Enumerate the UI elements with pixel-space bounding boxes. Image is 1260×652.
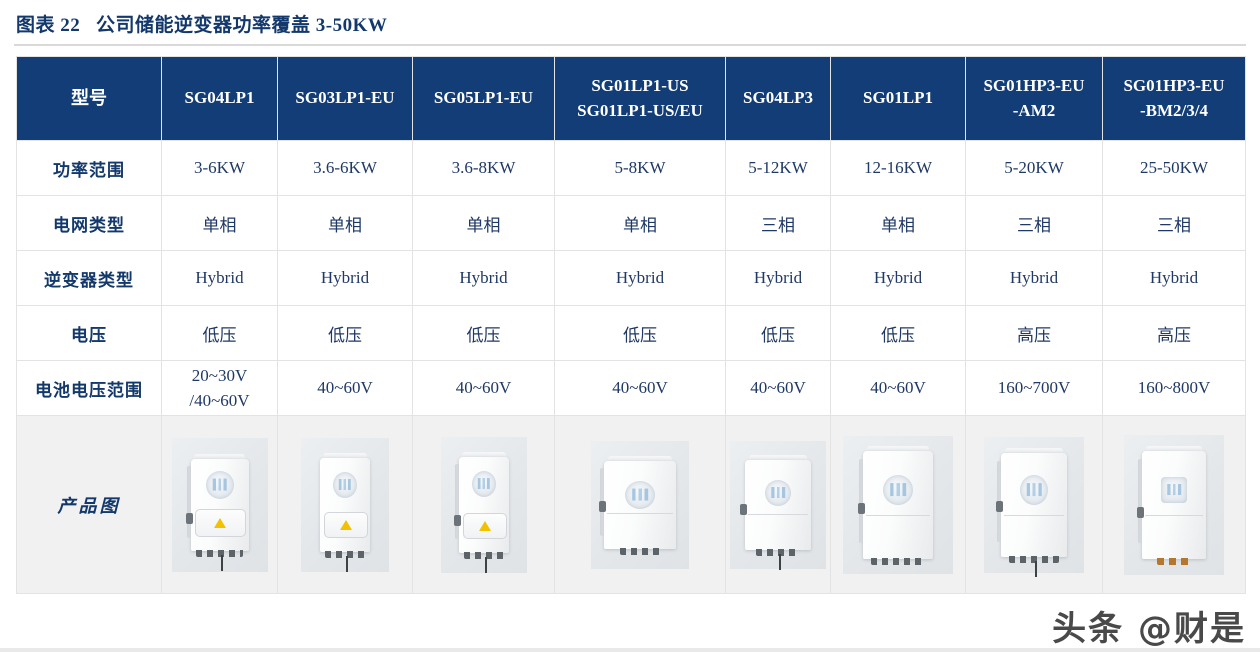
table-cell: 40~60V [412,360,555,416]
header-cell-sg01hp3-eu-bm2: SG01HP3-EU -BM2/3/4 [1102,56,1246,141]
cell-line-1: 20~30V [191,365,248,385]
table-cell: 高压 [1102,305,1246,361]
table-row-product-images: 产品图 [16,415,1246,594]
product-image-cell-sg01lp1 [830,415,966,594]
header-line-1: SG04LP1 [184,88,255,108]
header-cell-sg01lp1-us: SG01LP1-US SG01LP1-US/EU [554,56,726,141]
table-cell: 160~800V [1102,360,1246,416]
table-cell: 单相 [161,195,278,251]
header-row: 型号 SG04LP1 SG03LP1-EU SG05LP1-EU SG01LP1… [16,56,1246,141]
table-cell: Hybrid [725,250,831,306]
table-cell: Hybrid [1102,250,1246,306]
inverter-photo-sg05lp1-eu [440,436,527,573]
table-cell: 40~60V [830,360,966,416]
table-cell: 三相 [965,195,1103,251]
inverter-photo-sg04lp3 [730,440,826,570]
table-cell: 单相 [830,195,966,251]
table-cell: 40~60V [725,360,831,416]
inverter-photo-sg01hp3-eu-bm2 [1124,434,1224,575]
table-cell: 3-6KW [161,140,278,196]
inverter-photo-sg04lp1 [171,437,268,572]
product-image-cell-sg03lp1-eu [277,415,413,594]
table-cell: Hybrid [412,250,555,306]
table-cell: 3.6-6KW [277,140,413,196]
bottom-divider [0,648,1260,652]
header-cell-sg04lp3: SG04LP3 [725,56,831,141]
header-line-2: SG01LP1-US/EU [577,100,703,120]
table-row-power-range: 功率范围 3-6KW 3.6-6KW 3.6-8KW 5-8KW 5-12KW … [16,140,1246,196]
table-body: 功率范围 3-6KW 3.6-6KW 3.6-8KW 5-8KW 5-12KW … [16,140,1246,594]
title-divider [14,44,1246,46]
table-cell: 40~60V [554,360,726,416]
table-header: 型号 SG04LP1 SG03LP1-EU SG05LP1-EU SG01LP1… [16,56,1246,141]
table-cell: 40~60V [277,360,413,416]
header-cell-sg03lp1-eu: SG03LP1-EU [277,56,413,141]
inverter-photo-sg03lp1-eu [301,437,389,572]
table-cell: 12-16KW [830,140,966,196]
inverter-photo-sg01lp1 [843,435,953,574]
header-cell-sg01hp3-eu-am2: SG01HP3-EU -AM2 [965,56,1103,141]
header-line-1: SG01HP3-EU [1123,75,1225,95]
table-cell: 高压 [965,305,1103,361]
table-cell: 5-20KW [965,140,1103,196]
product-image-cell-sg01hp3-eu-am2 [965,415,1103,594]
row-label: 电池电压范围 [16,360,162,416]
table-cell: 低压 [725,305,831,361]
table-cell: 单相 [554,195,726,251]
table-cell: 单相 [412,195,555,251]
table-cell: 低压 [830,305,966,361]
product-image-cell-sg04lp3 [725,415,831,594]
figure-title-bar: 图表 22 公司储能逆变器功率覆盖 3-50KW [0,0,1260,46]
table-cell: 5-12KW [725,140,831,196]
table-cell: 三相 [725,195,831,251]
table-cell: 160~700V [965,360,1103,416]
table-cell: 低压 [277,305,413,361]
header-cell-sg04lp1: SG04LP1 [161,56,278,141]
header-line-2: -AM2 [1012,100,1056,120]
table-cell: Hybrid [554,250,726,306]
table-cell: 低压 [161,305,278,361]
table-row-battery-voltage-range: 电池电压范围 20~30V /40~60V 40~60V 40~60V 40~6… [16,360,1246,416]
table-cell: 20~30V /40~60V [161,360,278,416]
cell-line-2: /40~60V [189,391,250,410]
product-image-cell-sg05lp1-eu [412,415,555,594]
watermark: 头条 @财是 [1052,609,1246,649]
row-label: 产品图 [16,415,162,594]
table-cell: 低压 [412,305,555,361]
header-line-1: SG03LP1-EU [295,88,395,108]
header-cell-sg01lp1: SG01LP1 [830,56,966,141]
page-title: 图表 22 公司储能逆变器功率覆盖 3-50KW [16,14,388,36]
table-cell: Hybrid [965,250,1103,306]
header-line-1: SG04LP3 [743,88,813,108]
table-cell: 3.6-8KW [412,140,555,196]
table-cell: Hybrid [830,250,966,306]
table-cell: 5-8KW [554,140,726,196]
header-line-2: -BM2/3/4 [1140,100,1208,120]
inverter-photo-sg01hp3-eu-am2 [984,436,1084,577]
row-label: 电压 [16,305,162,361]
header-cell-sg05lp1-eu: SG05LP1-EU [412,56,555,141]
product-image-cell-sg01lp1-us [554,415,726,594]
header-cell-model: 型号 [16,56,162,141]
table-cell: Hybrid [277,250,413,306]
header-line-1: SG01LP1-US [591,75,689,95]
table-cell: 三相 [1102,195,1246,251]
table-cell: 25-50KW [1102,140,1246,196]
table-row-voltage: 电压 低压 低压 低压 低压 低压 低压 高压 高压 [16,305,1246,361]
table-row-inverter-type: 逆变器类型 Hybrid Hybrid Hybrid Hybrid Hybrid… [16,250,1246,306]
row-label: 逆变器类型 [16,250,162,306]
row-label: 功率范围 [16,140,162,196]
product-image-cell-sg04lp1 [161,415,278,594]
row-label: 电网类型 [16,195,162,251]
header-line-1: SG01HP3-EU [983,75,1085,95]
product-image-cell-sg01hp3-eu-bm2 [1102,415,1246,594]
header-line-1: SG01LP1 [863,88,933,108]
table-cell: 低压 [554,305,726,361]
table-cell: 单相 [277,195,413,251]
inverter-spec-table: 型号 SG04LP1 SG03LP1-EU SG05LP1-EU SG01LP1… [16,56,1246,594]
inverter-photo-sg01lp1-us [591,440,689,569]
table-row-grid-type: 电网类型 单相 单相 单相 单相 三相 单相 三相 三相 [16,195,1246,251]
header-line-1: SG05LP1-EU [433,88,534,108]
table-cell: Hybrid [161,250,278,306]
